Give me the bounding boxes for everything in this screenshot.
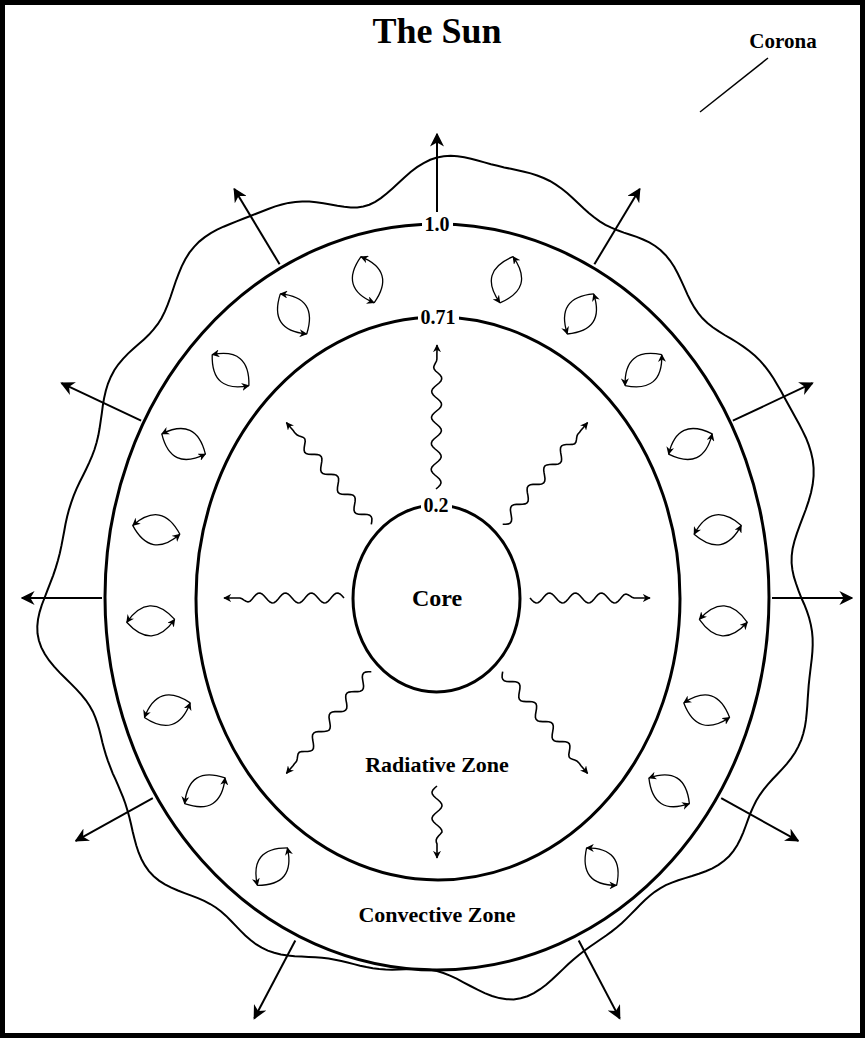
leader-line [700, 58, 768, 112]
convection-loop [144, 703, 190, 726]
convection-loop [500, 257, 522, 303]
convection-loop [699, 606, 747, 622]
convection-loop [133, 525, 180, 544]
convection-loop [587, 848, 619, 886]
radiation-wave [286, 423, 372, 525]
radiation-arrow [254, 941, 295, 1019]
convection-loop [694, 515, 741, 534]
convection-loop [684, 703, 730, 726]
radiation-arrow [772, 597, 852, 599]
radius-mark: 0.71 [418, 306, 459, 328]
convection-loop [185, 775, 226, 804]
radiation-arrow [733, 383, 813, 421]
convection-loop [212, 353, 249, 385]
convection-loop [280, 294, 309, 334]
convection-loop [491, 257, 513, 303]
radiation-wave [502, 672, 587, 774]
zone-outline [353, 505, 520, 692]
convection-loop [127, 619, 175, 635]
radiation-wave [224, 593, 344, 603]
convection-loop [256, 848, 288, 886]
convection-loop [565, 294, 594, 334]
convection-loop [127, 606, 175, 622]
convection-loop [625, 353, 662, 385]
zone-outline [196, 317, 680, 880]
convection-loop [669, 429, 713, 455]
corona-outline [37, 156, 813, 1000]
radiation-arrow [721, 798, 798, 841]
radiation-arrow [579, 941, 620, 1019]
convection-loop [361, 257, 383, 303]
convection-loop [649, 775, 690, 804]
convection-loop [185, 778, 226, 807]
zone-label: Core [409, 585, 465, 611]
radiation-wave [431, 345, 442, 489]
convection-loop [684, 695, 730, 718]
title: The Sun [369, 12, 504, 52]
convection-loop [352, 257, 374, 303]
convection-loop [257, 848, 289, 886]
radiative-zone: 0.71Radiative Zone0.2Core [196, 317, 680, 880]
radiation-wave [503, 423, 588, 525]
convection-loop [585, 848, 617, 886]
zone-outline [105, 224, 769, 970]
convection-loop [162, 434, 206, 460]
convection-loop [699, 619, 747, 635]
convective-zone: 1.0Convective Zone0.71Radiative Zone0.2C… [105, 224, 769, 970]
convection-loop [694, 525, 741, 544]
radiation-arrow [62, 383, 142, 421]
convection-loop [649, 778, 690, 807]
radiation-arrow [22, 597, 102, 599]
radiation-wave [286, 672, 371, 774]
radiation-wave [432, 786, 442, 858]
convection-loop [144, 695, 190, 718]
zone-label: Radiative Zone [362, 753, 512, 777]
radiation-arrow [436, 134, 438, 212]
convection-loop [567, 294, 596, 334]
core: 0.2Core [353, 505, 520, 692]
convection-loop [212, 355, 249, 387]
convection-loop [278, 294, 307, 334]
zone-label: Convective Zone [355, 903, 518, 927]
radiation-arrow [234, 189, 279, 264]
radiation-wave [530, 593, 650, 603]
part-label: Corona [746, 30, 819, 53]
radiation-arrow [594, 189, 639, 264]
radius-mark: 1.0 [422, 213, 453, 235]
convection-loop [133, 515, 180, 534]
radius-mark: 0.2 [421, 494, 452, 516]
convection-loop [625, 355, 662, 387]
radiation-arrow [76, 798, 153, 841]
